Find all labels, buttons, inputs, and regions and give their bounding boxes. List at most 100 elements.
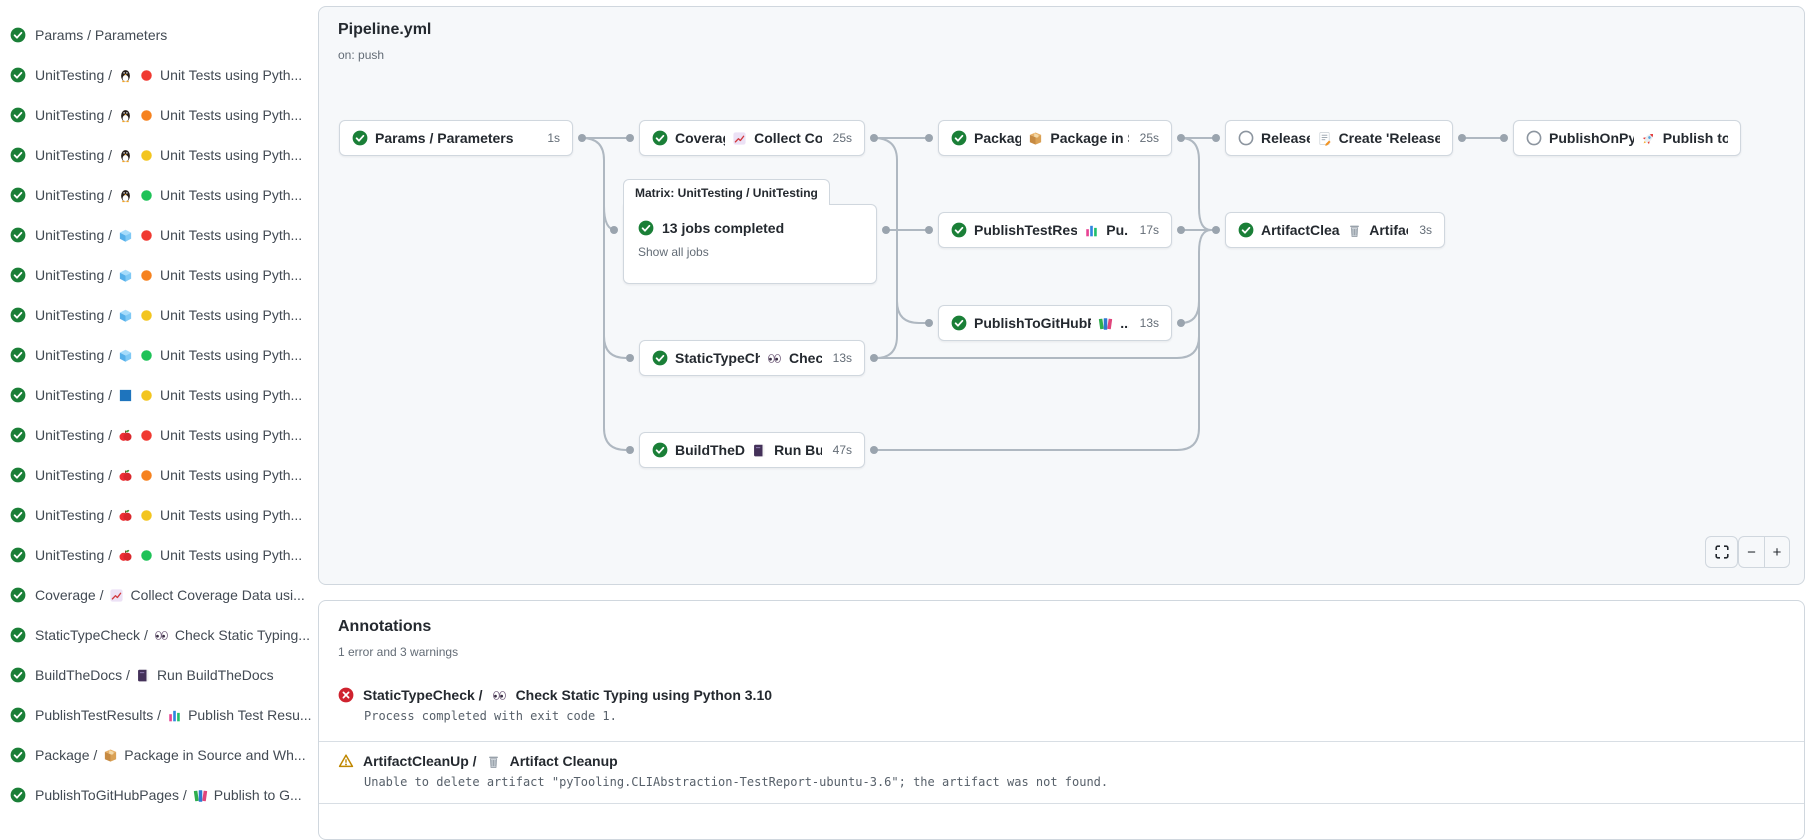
books-icon — [193, 789, 207, 802]
sidebar-job-label: UnitTesting /Unit Tests using Pyth... — [35, 547, 303, 563]
sidebar-job-label: UnitTesting /Unit Tests using Pyth... — [35, 267, 303, 283]
sidebar-job-item[interactable]: UnitTesting /Unit Tests using Pyth... — [0, 335, 314, 375]
sidebar-job-label: UnitTesting /Unit Tests using Pyth... — [35, 307, 303, 323]
blue-square-icon — [119, 389, 132, 401]
sidebar-job-item[interactable]: UnitTesting /Unit Tests using Pyth... — [0, 535, 314, 575]
workflow-trigger: on: push — [338, 48, 385, 62]
book-icon — [138, 669, 149, 681]
annotations-heading: Annotations — [338, 618, 432, 635]
status-success-icon — [652, 442, 668, 458]
sidebar-job-label: PublishTestResults /Publish Test Resu... — [35, 707, 312, 723]
status-success-icon — [1238, 222, 1254, 238]
ice-cube-icon — [119, 269, 132, 282]
status-success-icon — [10, 427, 26, 443]
sidebar-job-item[interactable]: UnitTesting /Unit Tests using Pyth... — [0, 495, 314, 535]
graph-edges — [578, 134, 1508, 454]
sidebar-job-item[interactable]: BuildTheDocs /Run BuildTheDocs — [0, 655, 314, 695]
book-icon — [754, 444, 765, 456]
success-check-icon — [638, 220, 654, 236]
zoom-in-button[interactable]: + — [1763, 537, 1789, 567]
status-success-icon — [10, 387, 26, 403]
fullscreen-icon — [1714, 544, 1730, 560]
eyes-icon — [768, 353, 781, 363]
sidebar-job-item[interactable]: UnitTesting /Unit Tests using Pyth... — [0, 95, 314, 135]
sidebar-job-item[interactable]: UnitTesting /Unit Tests using Pyth... — [0, 135, 314, 175]
graph-node-statictypecheck[interactable]: StaticTypeCheck /Chec...13s — [639, 340, 865, 376]
fullscreen-icon — [1714, 545, 1729, 559]
sidebar-job-label: UnitTesting /Unit Tests using Pyth... — [35, 387, 303, 403]
annotations-panel: Annotations 1 error and 3 warnings Stati… — [318, 600, 1805, 840]
linux-icon — [121, 69, 130, 82]
sidebar-job-item[interactable]: UnitTesting /Unit Tests using Pyth... — [0, 415, 314, 455]
sidebar-job-label: UnitTesting /Unit Tests using Pyth... — [35, 467, 303, 483]
status-success-icon — [951, 222, 967, 238]
linux-icon — [121, 189, 130, 202]
graph-node-release[interactable]: Release /Create 'Release P... — [1225, 120, 1453, 156]
annotation-title-link[interactable]: StaticTypeCheck /Check Static Typing usi… — [338, 687, 772, 703]
apple-icon — [119, 429, 132, 441]
status-warning-icon — [338, 754, 354, 768]
sidebar-job-item[interactable]: UnitTesting /Unit Tests using Pyth... — [0, 455, 314, 495]
sidebar-job-label: Coverage /Collect Coverage Data usi... — [35, 587, 305, 603]
status-success-icon — [10, 147, 26, 163]
graph-node-coverage[interactable]: Coverage /Collect Cove...25s — [639, 120, 865, 156]
status-success-icon — [10, 267, 26, 283]
ice-cube-icon — [119, 349, 132, 362]
status-success-icon — [10, 67, 26, 83]
sidebar-job-item[interactable]: Params / Parameters — [0, 15, 314, 55]
sidebar-job-label: UnitTesting /Unit Tests using Pyth... — [35, 347, 303, 363]
sidebar-job-item[interactable]: UnitTesting /Unit Tests using Pyth... — [0, 295, 314, 335]
annotation-message: Process completed with exit code 1. — [364, 709, 617, 723]
dot-orange-icon — [141, 469, 152, 481]
sidebar-job-item[interactable]: Coverage /Collect Coverage Data usi... — [0, 575, 314, 615]
annotations-summary: 1 error and 3 warnings — [338, 645, 459, 659]
sidebar-job-item[interactable]: UnitTesting /Unit Tests using Pyth... — [0, 55, 314, 95]
sidebar-job-item[interactable]: UnitTesting /Unit Tests using Pyth... — [0, 375, 314, 415]
annotation-error-row: StaticTypeCheck /Check Static Typing usi… — [338, 687, 1785, 723]
status-success-icon — [10, 467, 26, 483]
graph-node-publishtogithubpages[interactable]: PublishToGitHubPages /...13s — [938, 305, 1172, 341]
status-skipped-icon — [1526, 130, 1542, 146]
graph-node-package[interactable]: Package /Package in So...25s — [938, 120, 1172, 156]
status-error-icon — [338, 687, 354, 703]
matrix-jobs-completed: 13 jobs completed — [662, 220, 785, 236]
sidebar-job-item[interactable]: UnitTesting /Unit Tests using Pyth... — [0, 255, 314, 295]
graph-node-publishtestresults[interactable]: PublishTestResults /Pu...17s — [938, 212, 1172, 248]
sidebar-job-item[interactable]: UnitTesting /Unit Tests using Pyth... — [0, 215, 314, 255]
package-icon — [1030, 132, 1042, 145]
annotation-divider — [319, 803, 1804, 804]
bar-chart-icon — [1086, 225, 1098, 236]
zoom-out-button[interactable]: − — [1747, 543, 1756, 561]
node-duration: 25s — [1139, 131, 1159, 145]
node-duration: 3s — [1419, 223, 1432, 237]
memo-icon — [1319, 131, 1331, 146]
sidebar-job-item[interactable]: PublishToGitHubPages /Publish to G... — [0, 775, 314, 815]
status-success-icon — [951, 315, 967, 331]
dot-yellow-icon — [141, 509, 152, 521]
sidebar-job-label: UnitTesting /Unit Tests using Pyth... — [35, 67, 303, 83]
workflow-file-title: Pipeline.yml — [338, 21, 432, 38]
graph-node-artifactcleanup[interactable]: ArtifactCleanUp /Artifac...3s — [1225, 212, 1445, 248]
sidebar-job-item[interactable]: PublishTestResults /Publish Test Resu... — [0, 695, 314, 735]
sidebar-job-label: UnitTesting /Unit Tests using Pyth... — [35, 227, 303, 243]
sidebar-job-item[interactable]: Package /Package in Source and Wh... — [0, 735, 314, 775]
show-all-jobs-link[interactable]: Show all jobs — [638, 245, 709, 259]
status-success-icon — [10, 27, 26, 43]
status-success-icon — [10, 627, 26, 643]
sidebar-job-item[interactable]: StaticTypeCheck /Check Static Typing... — [0, 615, 314, 655]
annotation-title-link[interactable]: ArtifactCleanUp /Artifact Cleanup — [338, 753, 618, 769]
graph-node-publishonpypi[interactable]: PublishOnPyPI /Publish to ... — [1513, 120, 1741, 156]
sidebar-job-label: UnitTesting /Unit Tests using Pyth... — [35, 187, 303, 203]
sidebar-job-item[interactable]: UnitTesting /Unit Tests using Pyth... — [0, 175, 314, 215]
dot-green-icon — [141, 189, 152, 201]
fullscreen-button[interactable] — [1705, 536, 1738, 568]
linux-icon — [121, 109, 130, 122]
sidebar-job-label: PublishToGitHubPages /Publish to G... — [35, 787, 302, 803]
node-duration: 13s — [832, 351, 852, 365]
status-success-icon — [10, 187, 26, 203]
graph-node-buildthedocs[interactable]: BuildTheDocs /Run Buil...47s — [639, 432, 865, 468]
dot-red-icon — [141, 429, 152, 441]
workflow-graph-panel: Pipeline.yml on: push Params / Parameter… — [318, 6, 1805, 585]
wastebasket-icon — [488, 756, 498, 768]
